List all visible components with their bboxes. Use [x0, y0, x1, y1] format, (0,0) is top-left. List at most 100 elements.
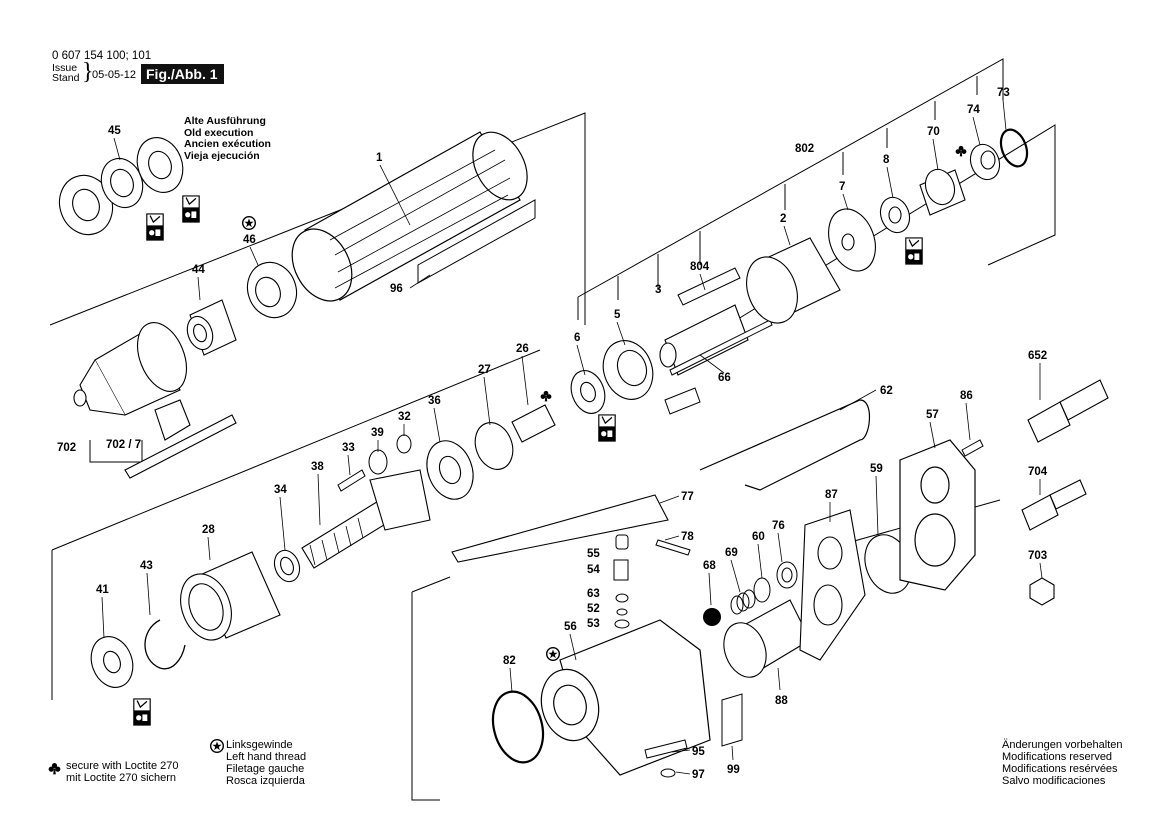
part-45-bearing-rings [58, 137, 184, 236]
part-77-throttle-lever [451, 494, 669, 563]
callout-802: 802 [795, 143, 814, 155]
callout-27: 27 [478, 364, 491, 376]
modifications-es: Salvo modificaciones [1002, 775, 1106, 787]
club-icon [540, 390, 552, 402]
modifications-en: Modifications reserved [1002, 751, 1113, 763]
callout-95: 95 [692, 746, 705, 758]
part-27-washer [474, 422, 514, 470]
old-execution-en: Old execution [184, 126, 254, 139]
part-62-wire-spring [699, 399, 871, 491]
leader-lines [101, 99, 1043, 775]
brace-symbol: } [82, 59, 94, 85]
callout-99: 99 [727, 764, 740, 776]
issue-label: Issue [52, 62, 78, 74]
left-thread-en: Left hand thread [226, 751, 307, 763]
part-57-end-cover [899, 439, 976, 591]
callout-77: 77 [681, 491, 694, 503]
grease-symbol-icon [598, 414, 616, 442]
part-76-ring [776, 561, 798, 589]
part-43-circlip [144, 619, 186, 670]
part-70-governor [919, 168, 966, 216]
callout-59: 59 [870, 463, 883, 475]
callout-28: 28 [202, 524, 215, 536]
part-704-hose-nipple [1021, 479, 1087, 531]
part-5-end-plate [602, 340, 654, 400]
callout-652: 652 [1028, 350, 1047, 362]
callout-8: 8 [883, 154, 890, 166]
part-702-drill-chuck [73, 322, 188, 416]
callout-88: 88 [775, 695, 788, 707]
part-96-label-strip [417, 199, 536, 284]
part-44-adapter [186, 299, 237, 356]
part-703-nut [1029, 577, 1055, 606]
club-icon [48, 762, 61, 775]
part-88-silencer [723, 599, 811, 678]
star-circle-icon [242, 216, 256, 230]
part-39-gear [368, 449, 388, 475]
issue-date: 05-05-12 [92, 69, 137, 81]
part-82-o-ring [491, 690, 545, 764]
callout-41: 41 [96, 584, 109, 596]
modifications-note: Änderungen vorbehalten Modifications res… [1002, 739, 1122, 787]
grease-symbol-icon [182, 195, 200, 223]
grease-symbol-icon [146, 213, 164, 241]
left-thread-es: Rosca izquierda [226, 775, 305, 787]
part-97-screw [660, 768, 676, 778]
part-55-54-valve [613, 534, 630, 629]
callout-86: 86 [960, 390, 973, 402]
callout-1: 1 [376, 152, 383, 164]
left-thread-note: Linksgewinde Left hand thread Filetage g… [226, 739, 306, 787]
callout-7: 7 [839, 181, 845, 193]
left-thread-fr: Filetage gauche [226, 763, 305, 775]
callout-68: 68 [703, 560, 716, 572]
callout-46: 46 [243, 234, 256, 246]
callout-53: 53 [587, 618, 600, 630]
loctite-note: secure with Loctite 270 mit Loctite 270 … [66, 760, 179, 784]
callout-54: 54 [587, 564, 600, 576]
part-74-nut [969, 143, 1001, 181]
part-66-pins [664, 319, 773, 415]
callout-96: 96 [390, 283, 403, 295]
callout-78: 78 [681, 531, 694, 543]
callout-26: 26 [516, 343, 529, 355]
old-execution-fr: Ancien exécution [184, 138, 271, 150]
callout-55: 55 [587, 548, 600, 560]
star-circle-icon [546, 647, 560, 661]
part-652-hose-nipple [1027, 379, 1109, 443]
callout-2: 2 [780, 213, 786, 225]
part-7-end-plate [828, 208, 876, 272]
grease-symbol-icon [133, 698, 151, 726]
callout-56: 56 [564, 621, 577, 633]
callout-36: 36 [428, 395, 441, 407]
part-73-o-ring [999, 128, 1029, 168]
part-2-cylinder [746, 237, 841, 324]
old-execution-note: Alte Ausführung Old execution Ancien exé… [184, 115, 271, 162]
grease-symbol-icon [905, 237, 923, 265]
callout-62: 62 [880, 385, 893, 397]
loctite-note-de: mit Loctite 270 sichern [66, 772, 177, 784]
callout-3: 3 [655, 284, 661, 296]
callout-702: 702 [57, 442, 76, 454]
callout-57: 57 [926, 409, 939, 421]
callout-74: 74 [967, 104, 980, 116]
part-8-bearing [879, 196, 911, 234]
callout-702-7: 702 / 7 [106, 439, 141, 451]
part-95-plate [644, 739, 688, 759]
part-56-handle-housing [540, 619, 711, 776]
old-execution-de: Alte Ausführung [184, 115, 266, 127]
loctite-note-en: secure with Loctite 270 [66, 760, 179, 772]
callout-39: 39 [371, 427, 384, 439]
part-99-label [721, 693, 743, 747]
callout-804: 804 [690, 261, 710, 273]
part-1-housing-tube [291, 131, 528, 302]
callout-43: 43 [140, 560, 153, 572]
callout-33: 33 [342, 442, 355, 454]
part-86-screw [961, 439, 984, 457]
callout-60: 60 [752, 531, 765, 543]
part-33-pin [337, 469, 366, 492]
callout-32: 32 [398, 411, 411, 423]
callout-87: 87 [825, 489, 838, 501]
callout-52: 52 [587, 603, 600, 615]
callout-97: 97 [692, 769, 705, 781]
